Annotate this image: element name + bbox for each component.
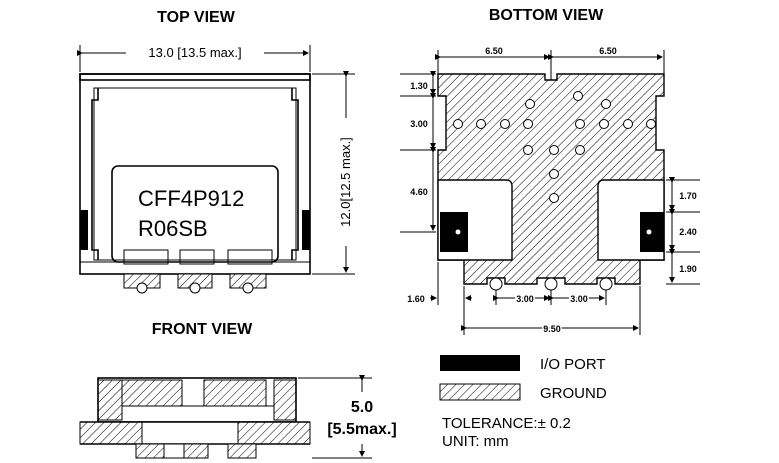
tolerance-note: TOLERANCE:± 0.2	[442, 415, 571, 432]
bottom-dim-bottom-left: 1.60	[407, 294, 425, 304]
unit-note: UNIT: mm	[442, 433, 509, 450]
legend: I/O PORT GROUND TOLERANCE:± 0.2 UNIT: mm	[439, 355, 607, 450]
top-height-dim: 12.0[12.5 max.]	[338, 137, 353, 227]
bottom-dim-right-3: 1.90	[679, 264, 697, 274]
part-number-line2: R06SB	[138, 216, 208, 241]
bottom-dim-bottom-mid-1: 3.00	[516, 294, 534, 304]
legend-ground-swatch	[439, 383, 521, 401]
top-width-dim: 13.0 [13.5 max.]	[148, 45, 241, 60]
bottom-dim-top-right: 6.50	[599, 46, 617, 56]
legend-ground-label: GROUND	[540, 385, 607, 402]
bottom-dim-right-1: 1.70	[679, 191, 697, 201]
bottom-view-title: BOTTOM VIEW	[489, 7, 604, 24]
bottom-dim-left-3: 4.60	[410, 187, 428, 197]
bottom-view: 6.50 6.50	[400, 46, 700, 336]
front-height-max-dim: [5.5max.]	[327, 421, 396, 438]
bottom-dim-left-1: 1.30	[410, 81, 428, 91]
part-number-line1: CFF4P912	[138, 186, 244, 211]
bottom-dim-left-2: 3.00	[410, 119, 428, 129]
bottom-dim-top-left: 6.50	[485, 46, 503, 56]
legend-io-label: I/O PORT	[540, 356, 606, 373]
bottom-dim-bottom-mid-2: 3.00	[570, 294, 588, 304]
bottom-dim-right-2: 2.40	[679, 227, 697, 237]
bottom-dim-bottom-total: 9.50	[543, 324, 561, 334]
top-view-title: TOP VIEW	[157, 9, 236, 26]
front-height-dim: 5.0	[351, 399, 373, 416]
top-view: 13.0 [13.5 max.] CFF4P912 R06SB 12.0[12.…	[77, 45, 355, 294]
front-view-title: FRONT VIEW	[152, 321, 253, 338]
front-view: 5.0 [5.5max.]	[79, 375, 397, 459]
legend-io-swatch	[440, 355, 520, 371]
